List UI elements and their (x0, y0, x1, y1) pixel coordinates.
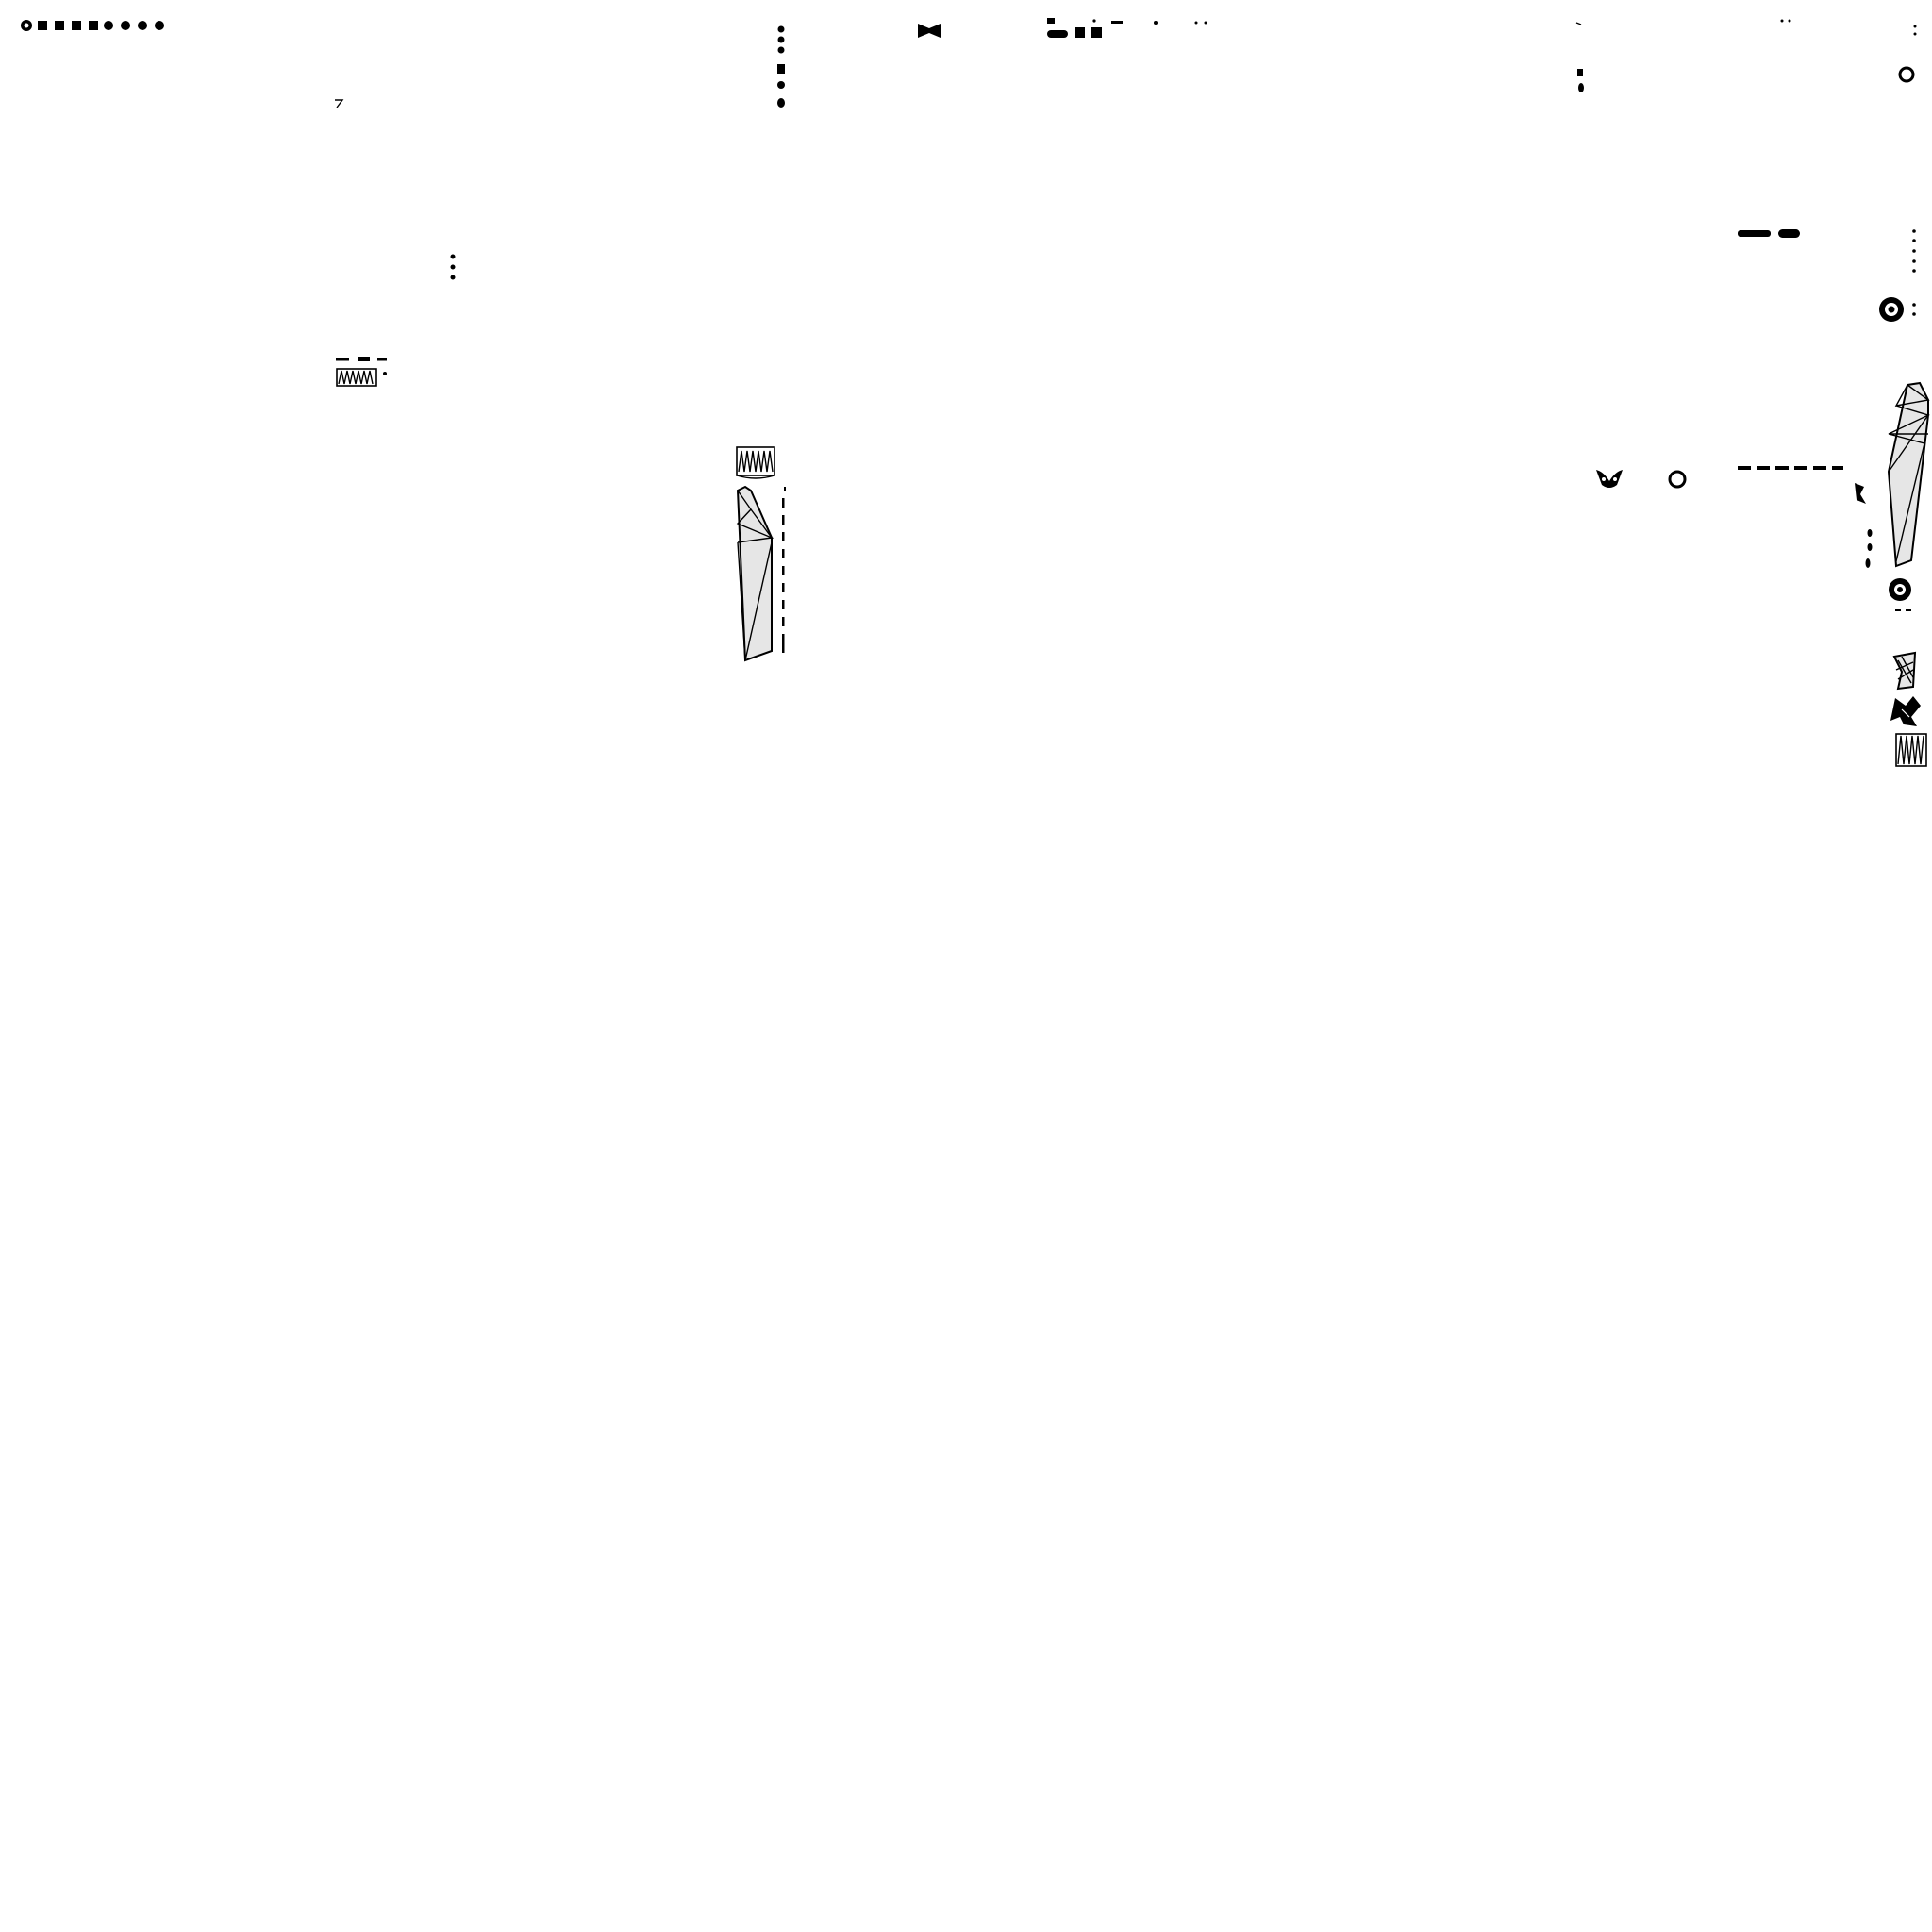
small-dash-pair (1895, 609, 1911, 611)
zigzag-box[interactable] (736, 446, 775, 479)
left-edge-marks (1577, 69, 1584, 92)
more-vertical-icon[interactable] (450, 254, 456, 280)
hatched-circle-icon[interactable] (138, 21, 147, 30)
ring-icon[interactable] (1668, 470, 1687, 489)
square-icon[interactable] (777, 64, 785, 74)
square-icon[interactable] (1091, 27, 1102, 38)
dot-pair (1780, 19, 1791, 23)
square-icon[interactable] (72, 21, 81, 30)
dot-icon[interactable] (777, 36, 785, 43)
small-dash-icon (1575, 22, 1582, 25)
wireframe-panel-left[interactable] (736, 485, 774, 662)
dot-icon[interactable] (1092, 19, 1096, 23)
gear-icon[interactable] (1889, 578, 1911, 601)
right-dot-column[interactable] (1912, 229, 1916, 273)
gear-icon[interactable] (1879, 297, 1904, 322)
dot-icon (383, 372, 387, 375)
pill-icon[interactable] (1047, 30, 1068, 38)
toolbar-top-left[interactable] (21, 20, 164, 31)
dash-icon[interactable] (1111, 21, 1123, 24)
dash-row (336, 357, 387, 361)
bowtie-icon[interactable] (1890, 696, 1921, 726)
dot-icon[interactable] (1204, 21, 1208, 25)
left-dot-column[interactable] (777, 25, 785, 108)
dashed-strip[interactable] (782, 487, 786, 653)
hatched-circle-icon[interactable] (155, 21, 164, 30)
target-icon[interactable] (21, 20, 32, 31)
square-icon[interactable] (1075, 27, 1085, 38)
header-bars[interactable] (1738, 229, 1800, 238)
zigzag-swatch[interactable] (336, 368, 377, 387)
dot-icon[interactable] (777, 46, 785, 54)
square-icon[interactable] (55, 21, 64, 30)
dashed-line (1738, 466, 1843, 470)
ring-icon[interactable] (1898, 66, 1915, 83)
colon-icon[interactable] (1913, 25, 1917, 36)
hatched-circle-icon[interactable] (121, 21, 130, 30)
square-icon[interactable] (38, 21, 47, 30)
small-arrow-icon (335, 99, 344, 108)
bowtie-icon[interactable] (918, 24, 941, 38)
dot-icon[interactable] (1154, 21, 1158, 25)
hatched-circle-icon[interactable] (104, 21, 113, 30)
zigzag-box[interactable] (1895, 733, 1927, 767)
bracket-icon[interactable] (1855, 483, 1866, 504)
side-marks (1865, 529, 1873, 568)
dot-icon[interactable] (777, 81, 785, 89)
square-icon[interactable] (89, 21, 98, 30)
colon-icon[interactable] (1912, 303, 1916, 316)
toolbar-top-center[interactable] (1047, 18, 1208, 38)
dot-icon[interactable] (777, 25, 785, 33)
oval-icon[interactable] (777, 98, 785, 108)
small-square-icon[interactable] (1047, 18, 1055, 24)
wireframe-panel-right[interactable] (1887, 381, 1930, 568)
dot-icon[interactable] (1194, 21, 1198, 25)
butterfly-icon[interactable] (1596, 470, 1623, 488)
textured-block-icon[interactable] (1892, 651, 1917, 691)
